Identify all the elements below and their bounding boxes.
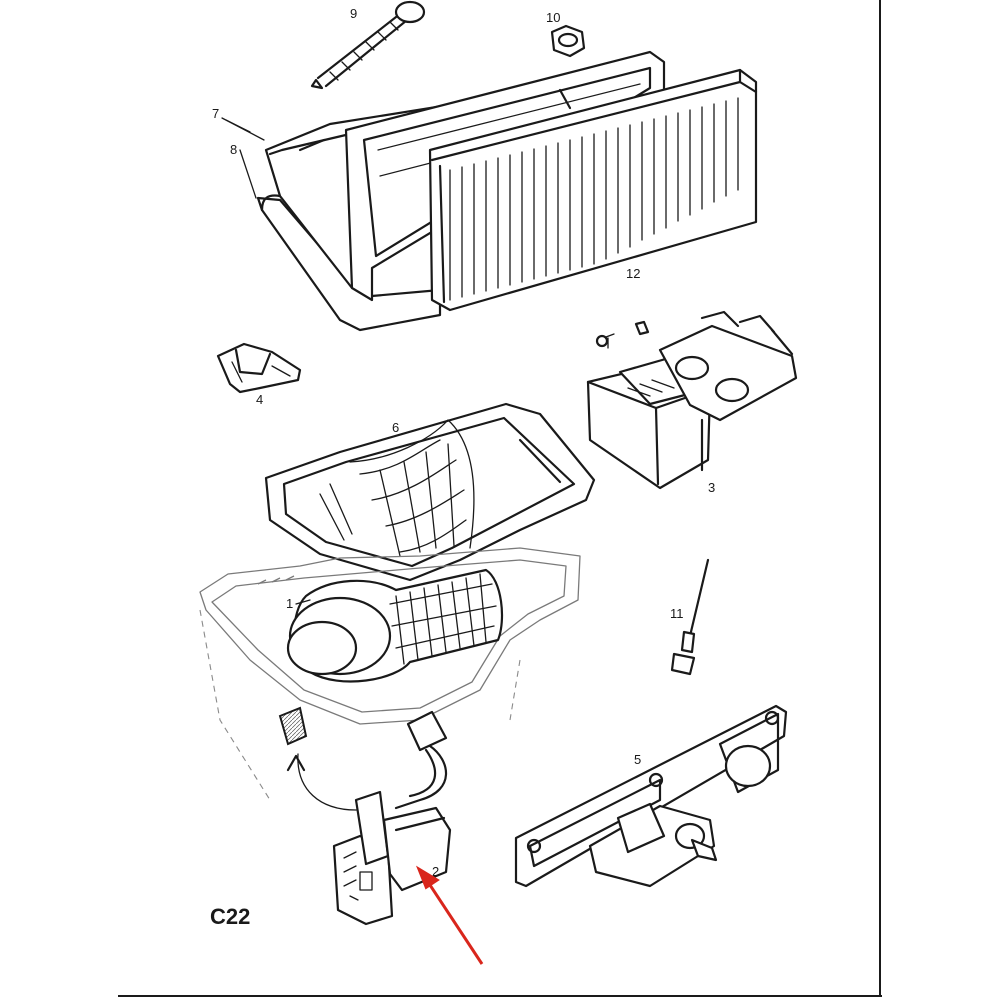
lower-housing xyxy=(199,547,581,801)
part-1-blower-fan xyxy=(286,568,504,683)
frame-lines xyxy=(118,0,882,997)
label-part-2: 2 xyxy=(432,864,440,879)
part-3-resistor-block xyxy=(586,310,798,490)
part-9-screw xyxy=(310,0,426,90)
highlight-arrow xyxy=(415,865,484,965)
part-11-bolt xyxy=(670,558,710,676)
label-part-8: 8 xyxy=(230,142,238,157)
diagram-code: C22 xyxy=(210,904,251,929)
label-part-12: 12 xyxy=(626,266,641,281)
label-part-10: 10 xyxy=(546,10,561,25)
label-part-4: 4 xyxy=(256,392,264,407)
label-part-5: 5 xyxy=(634,752,642,767)
label-part-1: 1 xyxy=(286,596,294,611)
label-part-3: 3 xyxy=(708,480,716,495)
label-part-7: 7 xyxy=(212,106,220,121)
leader-lines xyxy=(221,117,311,605)
part-4-clip xyxy=(216,342,302,394)
label-part-9: 9 xyxy=(350,6,358,21)
part-2-blower-resistor xyxy=(332,790,452,926)
part-12-pollen-filter xyxy=(428,68,758,312)
part-6-blower-grille xyxy=(264,402,596,582)
part-5-control-panel xyxy=(514,704,788,888)
label-part-6: 6 xyxy=(392,420,400,435)
label-part-11: 11 xyxy=(670,606,684,621)
part-10-nut xyxy=(550,24,586,58)
connector-and-wiring xyxy=(278,706,448,811)
